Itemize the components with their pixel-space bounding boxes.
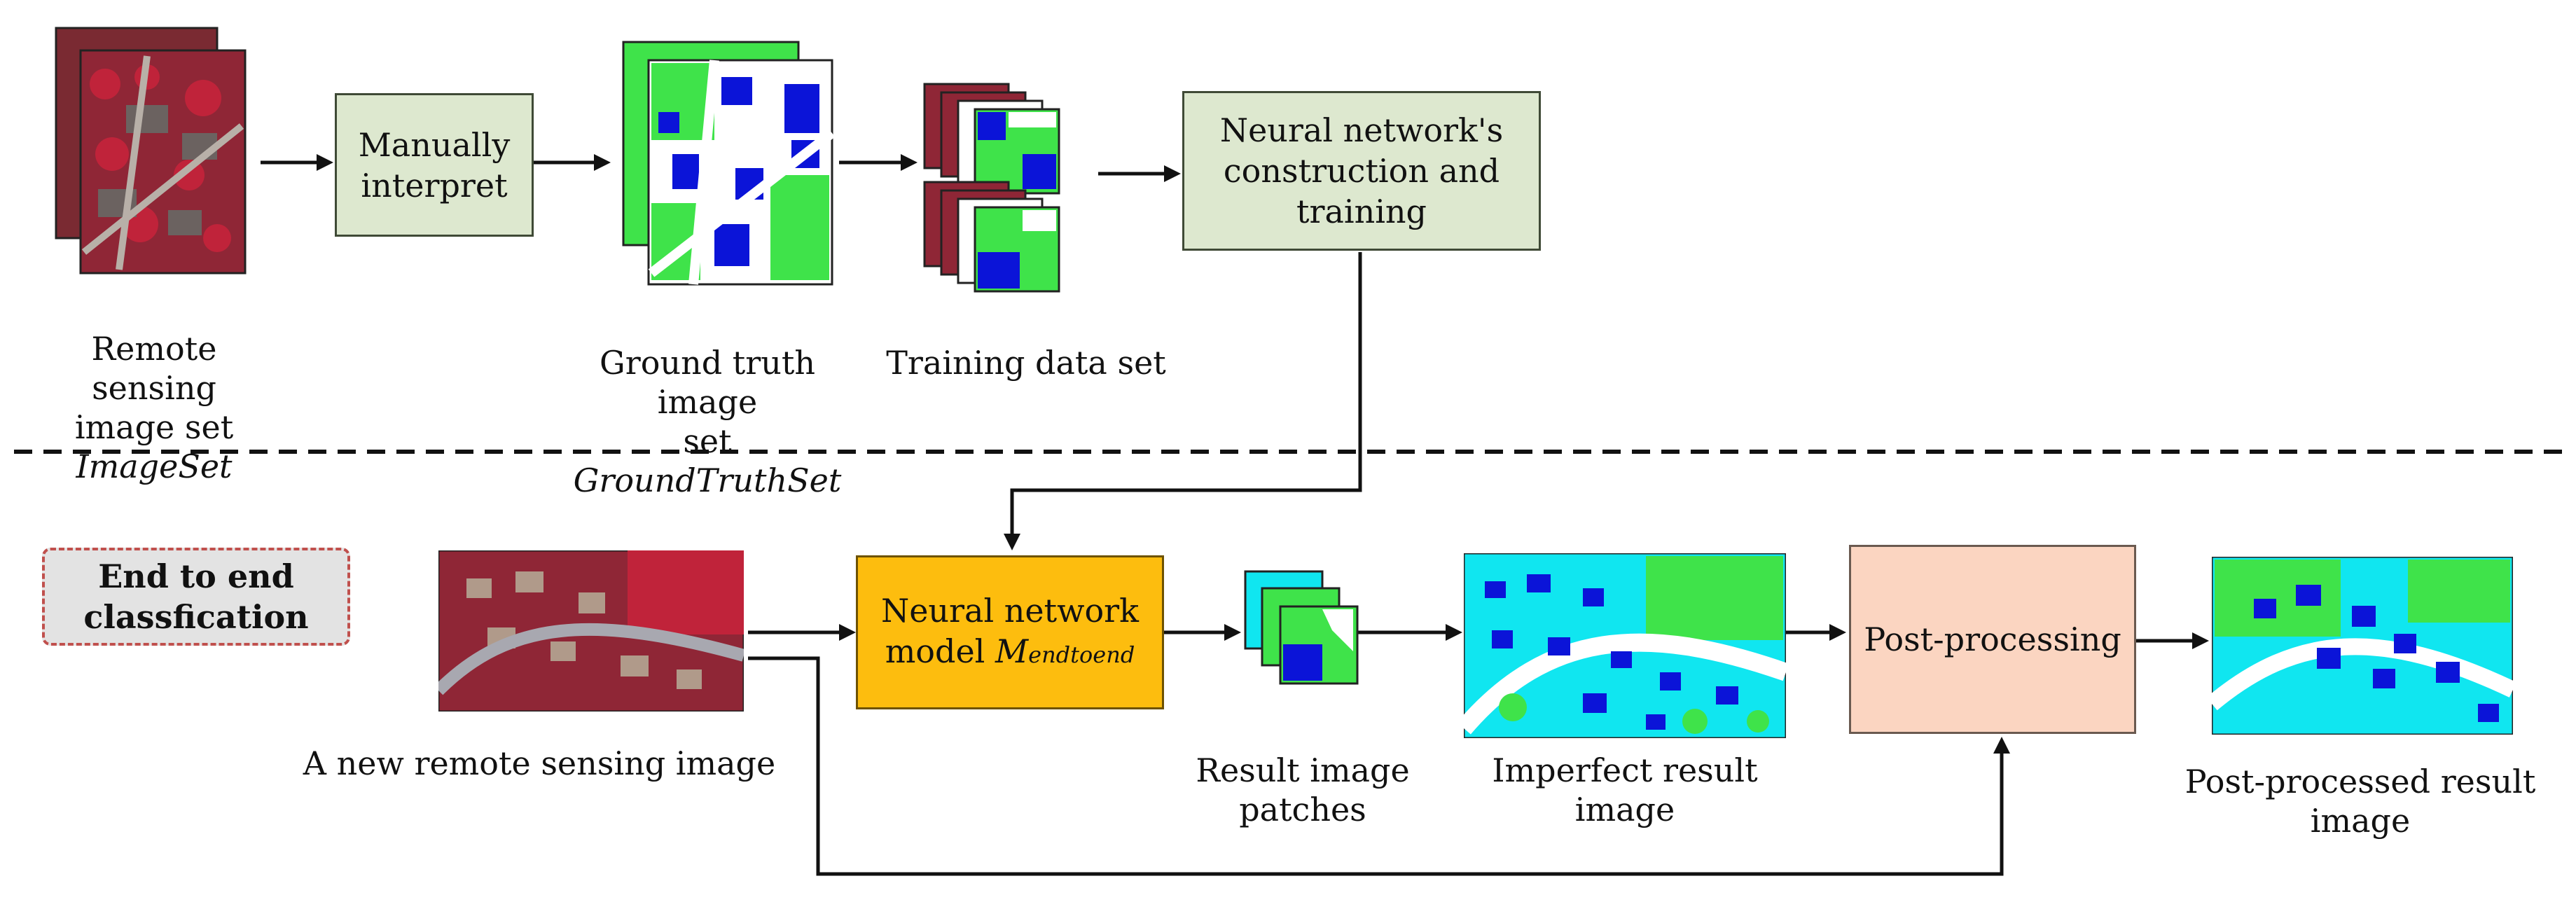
arrowhead [1829, 624, 1846, 641]
arrowhead [1993, 737, 2010, 754]
new-remote-sensing-image [438, 550, 744, 712]
arrowhead [1164, 165, 1181, 182]
arrowhead [1224, 624, 1241, 641]
post-processed-result-image [2212, 557, 2513, 735]
arrowhead [839, 624, 856, 641]
arrow-newimage-bypass [748, 656, 2004, 876]
arrowhead [2192, 632, 2209, 649]
model-box: Neural network model Mendtoend [856, 555, 1164, 709]
arrowhead [901, 154, 917, 171]
arrowhead [1004, 534, 1020, 550]
arrowhead [1446, 624, 1462, 641]
new-image-label: A new remote sensing image [303, 744, 776, 782]
remote-sensing-label: Remote sensing image set ImageSet [74, 330, 234, 485]
post-processing-box: Post-processing [1849, 545, 2136, 734]
arrowhead [594, 154, 611, 171]
imperfect-result-image [1464, 553, 1786, 738]
training-data-label: Training data set [886, 344, 1166, 382]
arrow-nn-to-model [1010, 252, 1362, 539]
ground-truth-label: Ground truth image set GroundTruthSet [573, 344, 842, 499]
arrowhead [317, 154, 333, 171]
ground-truth-image-stack [622, 41, 836, 286]
training-data-stack [923, 83, 1060, 293]
result-image-patches [1244, 570, 1359, 685]
remote-sensing-image-stack [55, 27, 247, 275]
nn-construction-box: Neural network's construction and traini… [1182, 91, 1541, 251]
